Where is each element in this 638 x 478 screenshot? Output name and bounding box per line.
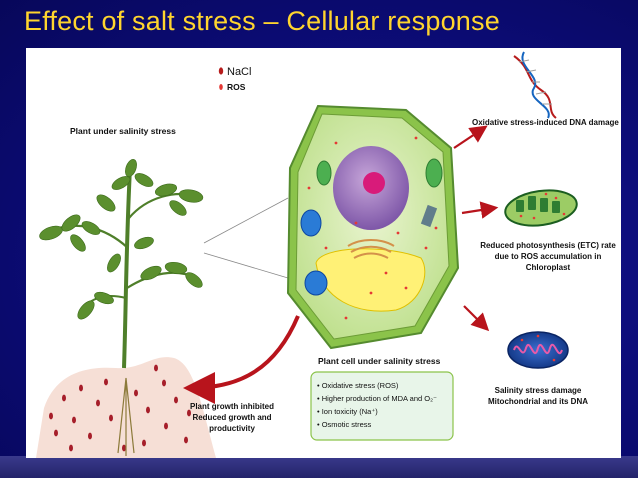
nacl-legend-marker xyxy=(218,67,224,75)
soil-nacl-particles xyxy=(49,364,191,452)
growth-label-line: productivity xyxy=(209,424,255,433)
plant-label: Plant under salinity stress xyxy=(70,126,176,136)
nucleolus xyxy=(363,172,385,194)
vacuole xyxy=(315,248,426,312)
ros-legend-label: ROS xyxy=(227,82,246,92)
effect-item: • Ion toxicity (Na⁺) xyxy=(317,407,378,416)
crystal-body xyxy=(420,204,438,228)
nacl-legend-label: NaCl xyxy=(227,66,251,78)
chloroplasts-in-cell xyxy=(300,158,443,296)
arrow-to-dna xyxy=(453,125,488,149)
dna-damage-label: Oxidative stress-induced DNA damage xyxy=(472,118,619,127)
plant-cell xyxy=(286,104,460,350)
mitochondria-label-line: Salinity stress damage xyxy=(495,386,582,395)
chloroplast-detail xyxy=(504,189,578,227)
golgi-apparatus xyxy=(347,239,395,259)
ros-legend-marker xyxy=(219,84,223,90)
mitochondrion-detail xyxy=(507,331,569,369)
arrow-to-plant-growth xyxy=(183,315,300,404)
cell-ros-particles xyxy=(307,136,438,320)
stress-effects-box: • Oxidative stress (ROS) • Higher produc… xyxy=(310,371,454,441)
dna-helix xyxy=(513,51,557,119)
chloroplast-label-line: Reduced photosynthesis (ETC) rate xyxy=(480,241,616,250)
growth-label-line: Plant growth inhibited xyxy=(190,402,274,411)
mitochondria-label-line: Mitochondrial and its DNA xyxy=(488,397,588,406)
growth-label-line: Reduced growth and xyxy=(192,413,271,422)
chloroplast-label: Reduced photosynthesis (ETC) rate due to… xyxy=(480,241,616,272)
effect-item: • Osmotic stress xyxy=(317,420,372,429)
slide-footer-bar xyxy=(0,456,638,478)
salt-stress-diagram: NaCl ROS Plant under salinity stress xyxy=(36,51,619,458)
legend: NaCl ROS xyxy=(218,66,251,92)
tomato-plant xyxy=(39,159,204,456)
chloroplast-label-line: due to ROS accumulation in xyxy=(495,252,602,261)
zoom-line-bottom xyxy=(203,252,289,279)
slide-title: Effect of salt stress – Cellular respons… xyxy=(24,6,500,36)
arrow-to-mitochondria xyxy=(463,305,490,332)
cell-label: Plant cell under salinity stress xyxy=(318,356,441,366)
effect-item: • Higher production of MDA and O₂⁻ xyxy=(317,394,437,403)
growth-label: Plant growth inhibited Reduced growth an… xyxy=(190,402,274,433)
arrow-to-chloroplast xyxy=(461,201,499,219)
zoom-line-top xyxy=(203,197,289,244)
effect-item: • Oxidative stress (ROS) xyxy=(317,381,399,390)
mitochondria-label: Salinity stress damage Mitochondrial and… xyxy=(488,386,588,406)
chloroplast-label-line: Chloroplast xyxy=(526,263,571,272)
